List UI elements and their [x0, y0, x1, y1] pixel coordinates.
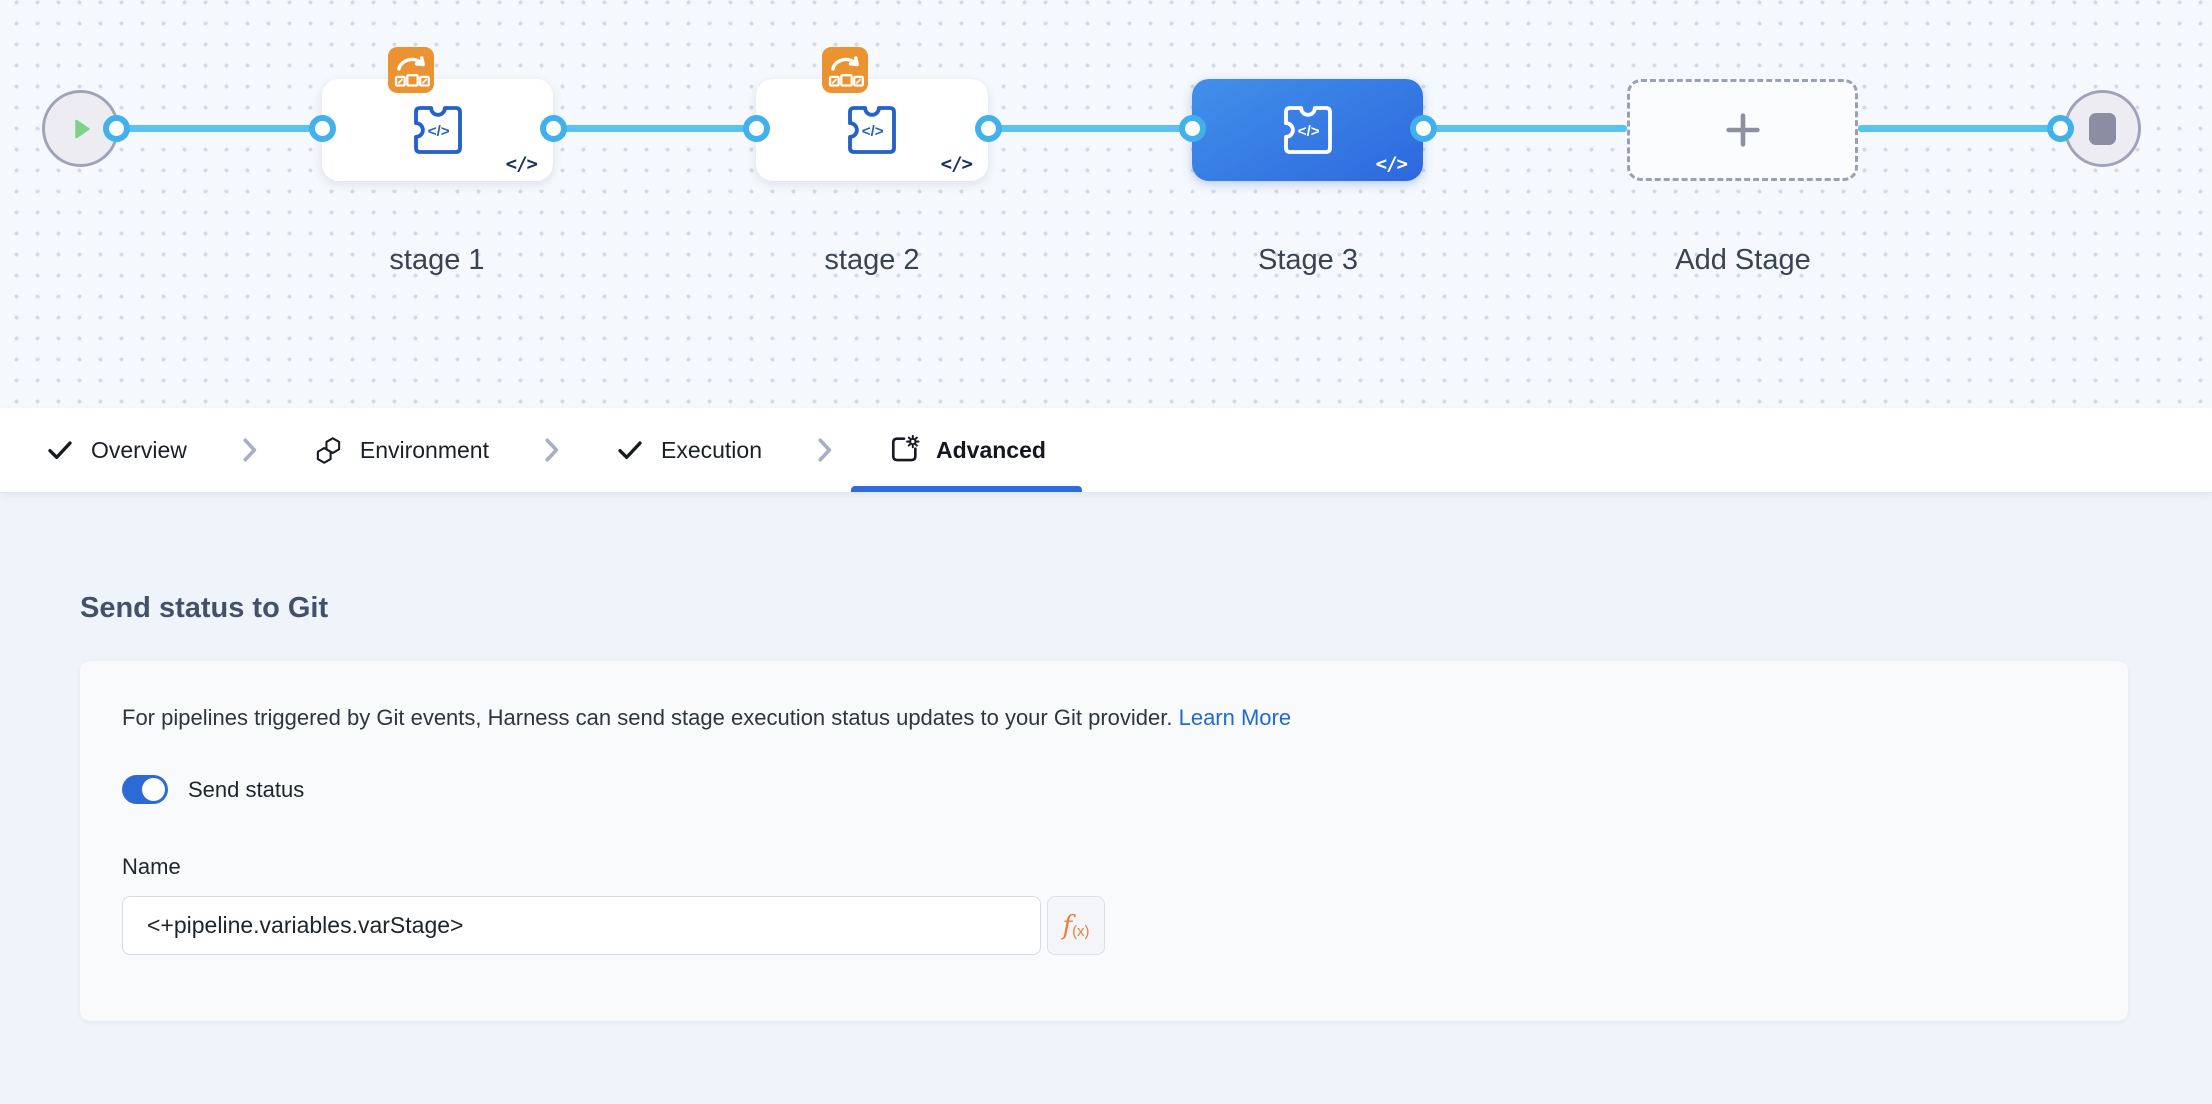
connector-port[interactable] — [975, 115, 1002, 142]
custom-stage-icon: </> — [1283, 106, 1332, 154]
send-status-toggle[interactable] — [122, 775, 168, 804]
tab-overview[interactable]: Overview — [4, 408, 227, 492]
name-input-row: f (x) — [122, 896, 2080, 955]
send-status-toggle-row: Send status — [122, 775, 2080, 804]
connector-port[interactable] — [1410, 115, 1437, 142]
connector-port[interactable] — [309, 115, 336, 142]
send-status-card: For pipelines triggered by Git events, H… — [80, 661, 2128, 1021]
svg-text:</>: </> — [427, 123, 449, 140]
connector-line — [988, 125, 1192, 132]
add-stage-button[interactable] — [1627, 79, 1858, 181]
yaml-toggle-icon[interactable]: </> — [1375, 153, 1408, 175]
learn-more-link[interactable]: Learn More — [1178, 705, 1292, 730]
svg-text:</>: </> — [1297, 123, 1319, 140]
svg-text:</>: </> — [862, 123, 884, 140]
stage-node-stage-3-selected[interactable]: </> </> — [1192, 79, 1423, 181]
connector-port[interactable] — [103, 115, 130, 142]
stage-node-stage-2[interactable]: </> </> — [756, 79, 988, 181]
yaml-toggle-icon[interactable]: </> — [505, 153, 538, 175]
yaml-toggle-icon[interactable]: </> — [940, 153, 973, 175]
custom-stage-icon: </> — [413, 106, 462, 154]
stage-label: stage 1 — [389, 244, 485, 276]
toggle-knob — [142, 778, 165, 801]
tab-execution[interactable]: Execution — [574, 408, 802, 492]
connector-line — [1858, 125, 2064, 132]
tab-advanced[interactable]: Advanced — [847, 408, 1086, 492]
connector-port[interactable] — [743, 115, 770, 142]
check-icon — [48, 441, 72, 459]
add-stage-label: Add Stage — [1675, 244, 1811, 276]
rolling-strategy-badge-icon — [388, 47, 434, 93]
name-input[interactable] — [122, 896, 1041, 955]
hexagons-icon — [316, 436, 341, 464]
chevron-right-icon — [241, 435, 258, 465]
chevron-right-icon — [816, 435, 833, 465]
doc-gear-icon — [891, 434, 920, 462]
advanced-panel: Send status to Git For pipelines trigger… — [0, 492, 2212, 1104]
connector-line — [1423, 125, 1627, 132]
name-field-label: Name — [122, 854, 181, 879]
rolling-strategy-badge-icon — [822, 47, 868, 93]
stage-config-tabbar: Overview Environment Execution — [0, 408, 2212, 492]
play-icon — [74, 119, 89, 138]
chevron-right-icon — [543, 435, 560, 465]
stage-label: Stage 3 — [1258, 244, 1358, 276]
custom-stage-icon: </> — [848, 106, 896, 154]
check-icon — [618, 441, 642, 459]
stage-label: stage 2 — [824, 244, 920, 276]
connector-line — [116, 125, 322, 132]
tab-environment[interactable]: Environment — [272, 408, 529, 492]
section-heading: Send status to Git — [80, 592, 329, 624]
pipeline-canvas[interactable]: </> </> stage 1 </> </> — [0, 0, 2212, 408]
connector-port[interactable] — [2047, 115, 2074, 142]
stage-node-stage-1[interactable]: </> </> — [322, 79, 553, 181]
stop-icon — [2089, 112, 2116, 145]
pipeline-end-node[interactable] — [2064, 90, 2141, 167]
toggle-label: Send status — [188, 776, 305, 802]
plus-icon — [1725, 113, 1760, 147]
connector-port[interactable] — [540, 115, 567, 142]
description-text: For pipelines triggered by Git events, H… — [122, 705, 1292, 730]
expression-fx-button[interactable]: f (x) — [1047, 896, 1105, 955]
connector-line — [553, 125, 756, 132]
connector-port[interactable] — [1179, 115, 1206, 142]
